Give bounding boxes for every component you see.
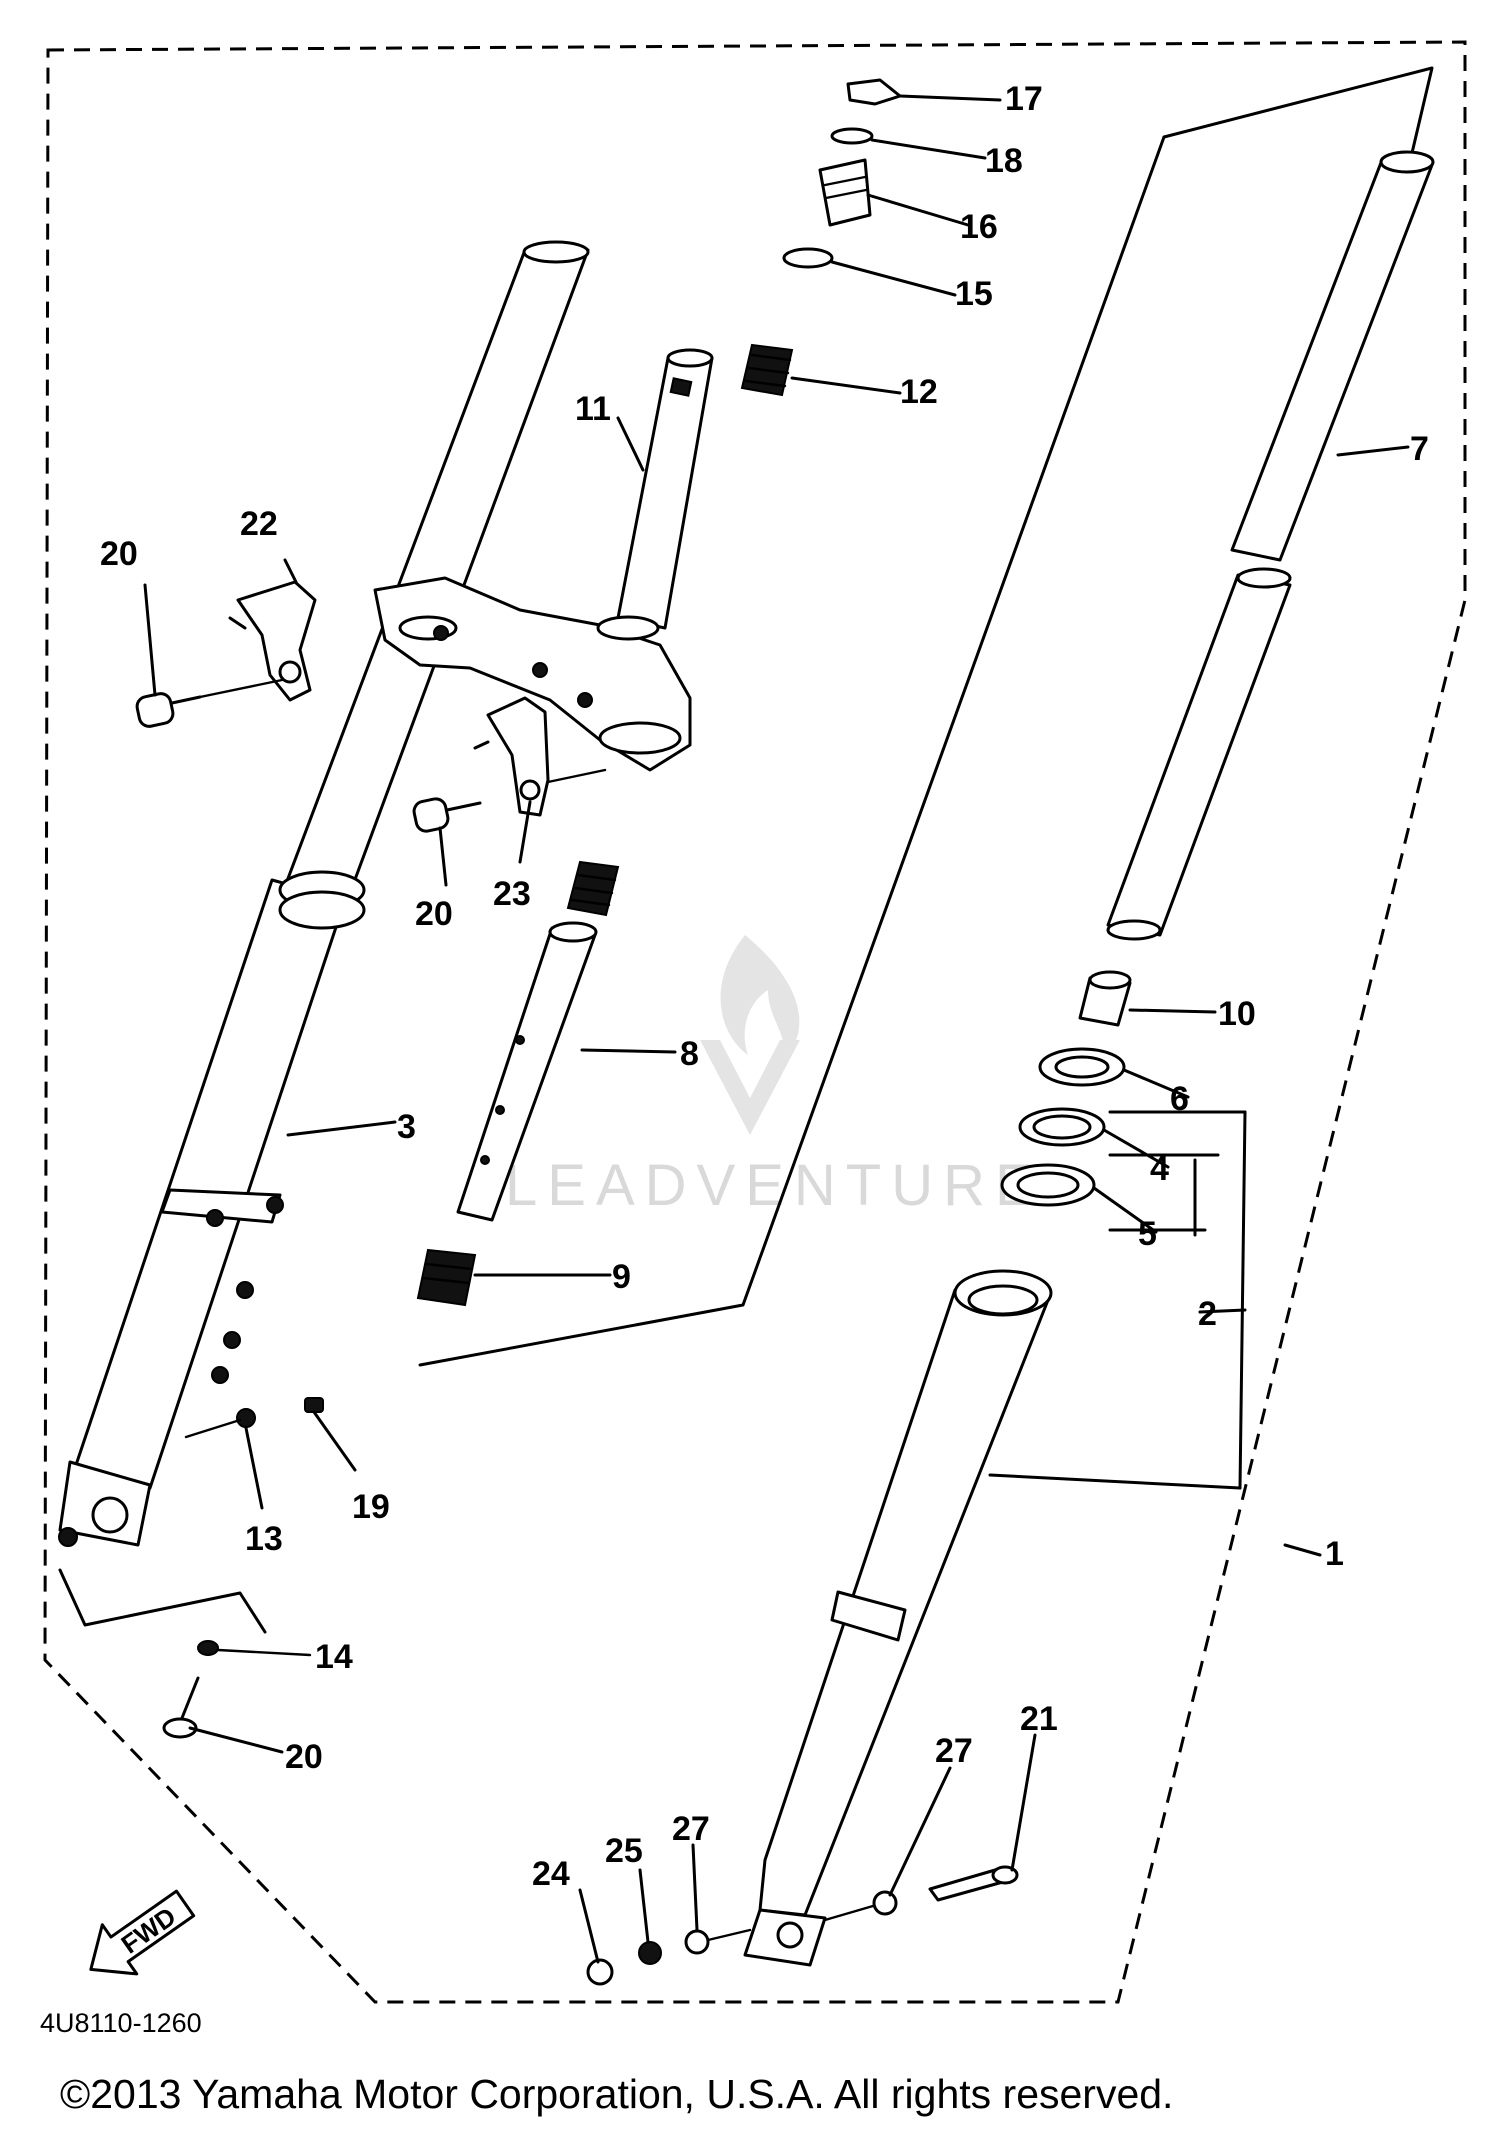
part-label-4: 4 xyxy=(1150,1150,1169,1188)
part-label-15: 15 xyxy=(955,275,993,313)
diagram-code: 4U8110-1260 xyxy=(40,2008,202,2038)
watermark-text: LEADVENTURE xyxy=(505,1153,1044,1218)
part-label-24: 23 xyxy=(493,875,531,913)
part-label-9: 9 xyxy=(612,1258,631,1296)
fork-cap-parts xyxy=(782,78,902,269)
part-label-21: 20 xyxy=(285,1738,323,1776)
fork-spring-upper xyxy=(740,343,794,397)
part-label-1: 1 xyxy=(1325,1535,1344,1573)
left-outer-tube xyxy=(58,870,366,1547)
part-label-13: 13 xyxy=(245,1520,283,1558)
part-label-25: 24 xyxy=(532,1855,570,1893)
part-label-8: 8 xyxy=(680,1035,699,1073)
part-label-20b: 20 xyxy=(415,895,453,933)
part-label-14: 14 xyxy=(315,1638,353,1676)
part-label-6: 6 xyxy=(1170,1080,1189,1118)
under-bracket xyxy=(373,348,714,772)
hose-bracket-24 xyxy=(412,696,607,833)
part-labels: 17 18 16 15 12 11 7 22 20 20 23 10 6 4 5… xyxy=(100,80,1429,1893)
part-label-19: 19 xyxy=(352,1488,390,1526)
part-label-7: 7 xyxy=(1410,430,1429,468)
part-label-20a: 20 xyxy=(100,535,138,573)
part-label-5: 5 xyxy=(1138,1215,1157,1253)
part-label-3: 3 xyxy=(397,1108,416,1146)
fork-spring-lower xyxy=(566,860,620,917)
assembly-boundary xyxy=(43,40,1467,2004)
part-label-2: 2 xyxy=(1198,1295,1217,1333)
assembly-bracket-lines xyxy=(58,66,1434,1634)
copyright-notice: ©2013 Yamaha Motor Corporation, U.S.A. A… xyxy=(60,2071,1173,2117)
part-label-12: 12 xyxy=(900,373,938,411)
watermark: LEADVENTURE xyxy=(505,935,1044,1218)
hose-bracket-23 xyxy=(135,580,317,728)
right-inner-tube xyxy=(1106,150,1435,941)
part-label-11: 11 xyxy=(575,390,611,428)
right-outer-tube xyxy=(743,1269,1053,1967)
forward-arrow-icon: FWD xyxy=(89,1889,196,1976)
part-label-26: 25 xyxy=(605,1832,643,1870)
seal-stack xyxy=(1000,970,1132,1207)
rebound-spring xyxy=(416,1248,477,1307)
leader-lines xyxy=(143,94,1410,1964)
part-label-17: 17 xyxy=(1005,80,1043,118)
part-label-27a: 27 xyxy=(672,1810,710,1848)
part-label-16: 16 xyxy=(960,208,998,246)
part-label-22: 21 xyxy=(1020,1700,1058,1738)
part-label-18: 18 xyxy=(985,142,1023,180)
damper-rod xyxy=(456,921,598,1222)
part-label-10: 10 xyxy=(1218,995,1256,1033)
part-label-23: 22 xyxy=(240,505,278,543)
part-label-27b: 27 xyxy=(935,1732,973,1770)
